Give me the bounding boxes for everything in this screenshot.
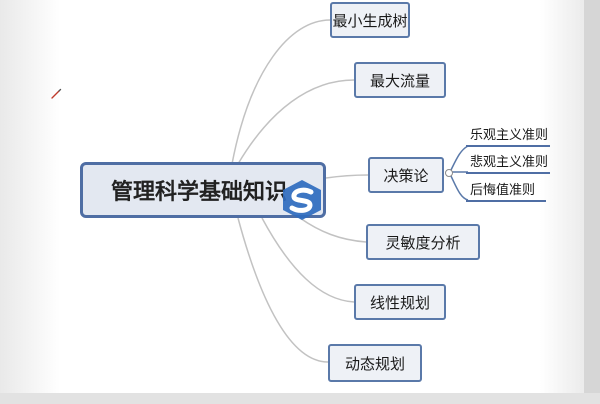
pen-cursor-icon — [51, 88, 62, 99]
connector-branch-1 — [231, 19, 331, 165]
connector-sub-1 — [449, 145, 469, 173]
connector-branch-6 — [237, 217, 329, 363]
logo-icon — [283, 180, 321, 220]
window-edge — [584, 0, 600, 404]
branch-label-2: 最大流量 — [369, 71, 430, 90]
branch-label-4: 灵敏度分析 — [385, 233, 461, 252]
sub-topic-3[interactable]: 后悔值准则 — [470, 183, 536, 198]
branch-node-3[interactable]: 决策论 — [368, 157, 444, 193]
branch-label-5: 线性规划 — [369, 293, 430, 312]
connector-branch-4 — [299, 217, 367, 243]
branch-node-5[interactable]: 线性规划 — [354, 284, 446, 320]
connector-branch-5 — [261, 217, 355, 303]
central-topic-label: 管理科学基础知识 — [110, 180, 287, 205]
sub-topic-underline-3 — [466, 200, 546, 202]
branch-node-6[interactable]: 动态规划 — [328, 344, 422, 382]
bottom-edge — [0, 393, 600, 404]
branch-node-1[interactable]: 最小生成树 — [330, 2, 410, 38]
branch-label-1: 最小生成树 — [332, 11, 408, 30]
sub-topic-underline-1 — [466, 145, 550, 147]
branch-label-6: 动态规划 — [344, 354, 405, 373]
sub-topic-2[interactable]: 悲观主义准则 — [470, 155, 549, 170]
collapse-knob — [445, 169, 453, 177]
sub-topic-1[interactable]: 乐观主义准则 — [470, 128, 549, 143]
branch-node-4[interactable]: 灵敏度分析 — [366, 224, 480, 260]
connector-sub-3 — [449, 173, 469, 201]
sub-topic-underline-2 — [466, 172, 550, 174]
branch-label-3: 决策论 — [383, 166, 429, 185]
branch-node-2[interactable]: 最大流量 — [354, 62, 446, 98]
connector-branch-3 — [325, 174, 369, 179]
connector-branch-2 — [237, 79, 355, 165]
